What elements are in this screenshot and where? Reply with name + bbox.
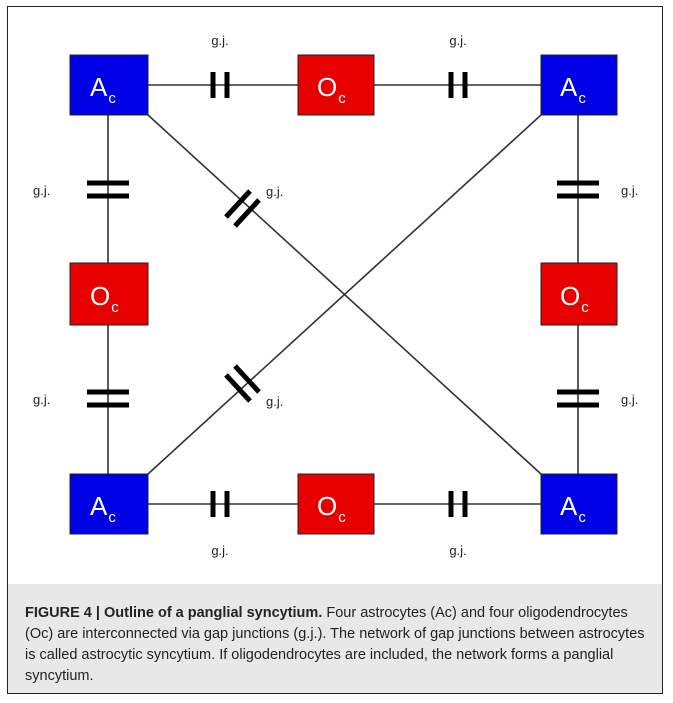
- oligodendrocyte-box: [297, 54, 375, 116]
- gap-junction-icon-upper-right: [557, 180, 599, 199]
- oligodendrocyte-box: [69, 262, 149, 326]
- astrocyte-letter: A: [560, 72, 578, 102]
- gj-label-lower-left: g.j.: [33, 392, 50, 407]
- oligodendrocyte-mid-right: Oc: [540, 262, 618, 326]
- astrocyte-subscript: c: [578, 90, 586, 107]
- svg-text:Oc: Oc: [317, 491, 346, 526]
- svg-text:Ac: Ac: [90, 491, 116, 526]
- gj-label-lower-right: g.j.: [621, 392, 638, 407]
- oligodendrocyte-letter: O: [90, 281, 110, 311]
- gj-label-diagonal-upper: g.j.: [266, 184, 283, 199]
- connection-lines: [107, 84, 579, 505]
- astrocyte-bottom-right: Ac: [540, 473, 618, 535]
- astrocyte-subscript: c: [578, 509, 586, 526]
- astrocyte-letter: A: [90, 72, 108, 102]
- oligodendrocyte-box: [540, 262, 618, 326]
- svg-text:Ac: Ac: [560, 491, 586, 526]
- svg-text:Oc: Oc: [90, 281, 119, 316]
- astrocyte-letter: A: [560, 491, 578, 521]
- oligodendrocyte-letter: O: [317, 491, 337, 521]
- gj-label-bottom-left: g.j.: [211, 543, 228, 558]
- svg-text:Ac: Ac: [90, 72, 116, 107]
- oligodendrocyte-subscript: c: [338, 90, 346, 107]
- oligodendrocyte-letter: O: [317, 72, 337, 102]
- gap-junction-icon-bottom-left: [210, 491, 230, 517]
- astrocyte-bottom-left: Ac: [69, 473, 149, 535]
- gj-label-upper-right: g.j.: [621, 183, 638, 198]
- gap-junction-icon-lower-right: [557, 389, 599, 408]
- gap-junctions: [87, 72, 599, 517]
- astrocyte-box: [69, 473, 149, 535]
- figure-caption: FIGURE 4 | Outline of a panglial syncyti…: [25, 603, 650, 687]
- caption-lead: FIGURE 4 | Outline of a panglial syncyti…: [25, 605, 323, 621]
- gap-junction-icon-top-left: [210, 72, 230, 98]
- diagonal-top-right-to-bottom-left: [147, 114, 542, 475]
- gap-junction-icon-lower-left: [87, 389, 129, 408]
- astrocyte-subscript: c: [108, 90, 116, 107]
- gap-junction-icon-bottom-right: [448, 491, 468, 517]
- oligodendrocyte-top-center: Oc: [297, 54, 375, 116]
- oligodendrocyte-letter: O: [560, 281, 580, 311]
- gj-label-top-right: g.j.: [449, 33, 466, 48]
- oligodendrocyte-subscript: c: [581, 299, 589, 316]
- oligodendrocyte-mid-left: Oc: [69, 262, 149, 326]
- gj-label-diagonal-lower: g.j.: [266, 394, 283, 409]
- caption-body: Four astrocytes (Ac) and four oligodendr…: [25, 605, 645, 684]
- svg-text:Oc: Oc: [317, 72, 346, 107]
- oligodendrocyte-box: [297, 473, 375, 535]
- astrocyte-top-right: Ac: [540, 54, 618, 116]
- gap-junction-icon-diagonal-lower: [224, 364, 261, 403]
- caption-background: [7, 584, 663, 694]
- gap-junction-icon-top-right: [448, 72, 468, 98]
- gj-label-upper-left: g.j.: [33, 183, 50, 198]
- astrocyte-box: [540, 473, 618, 535]
- gj-label-bottom-right: g.j.: [449, 543, 466, 558]
- gap-junction-icon-diagonal-upper: [224, 189, 261, 228]
- svg-text:Oc: Oc: [560, 281, 589, 316]
- svg-text:Ac: Ac: [560, 72, 586, 107]
- oligodendrocyte-subscript: c: [111, 299, 119, 316]
- gap-junction-icon-upper-left: [87, 180, 129, 199]
- gap-junction-labels: g.j. g.j. g.j. g.j. g.j. g.j. g.j. g.j. …: [33, 33, 638, 558]
- oligodendrocyte-bottom-center: Oc: [297, 473, 375, 535]
- astrocyte-top-left: Ac: [69, 54, 149, 116]
- gj-label-top-left: g.j.: [211, 33, 228, 48]
- astrocyte-box: [540, 54, 618, 116]
- oligodendrocyte-subscript: c: [338, 509, 346, 526]
- astrocyte-letter: A: [90, 491, 108, 521]
- astrocyte-subscript: c: [108, 509, 116, 526]
- astrocyte-box: [69, 54, 149, 116]
